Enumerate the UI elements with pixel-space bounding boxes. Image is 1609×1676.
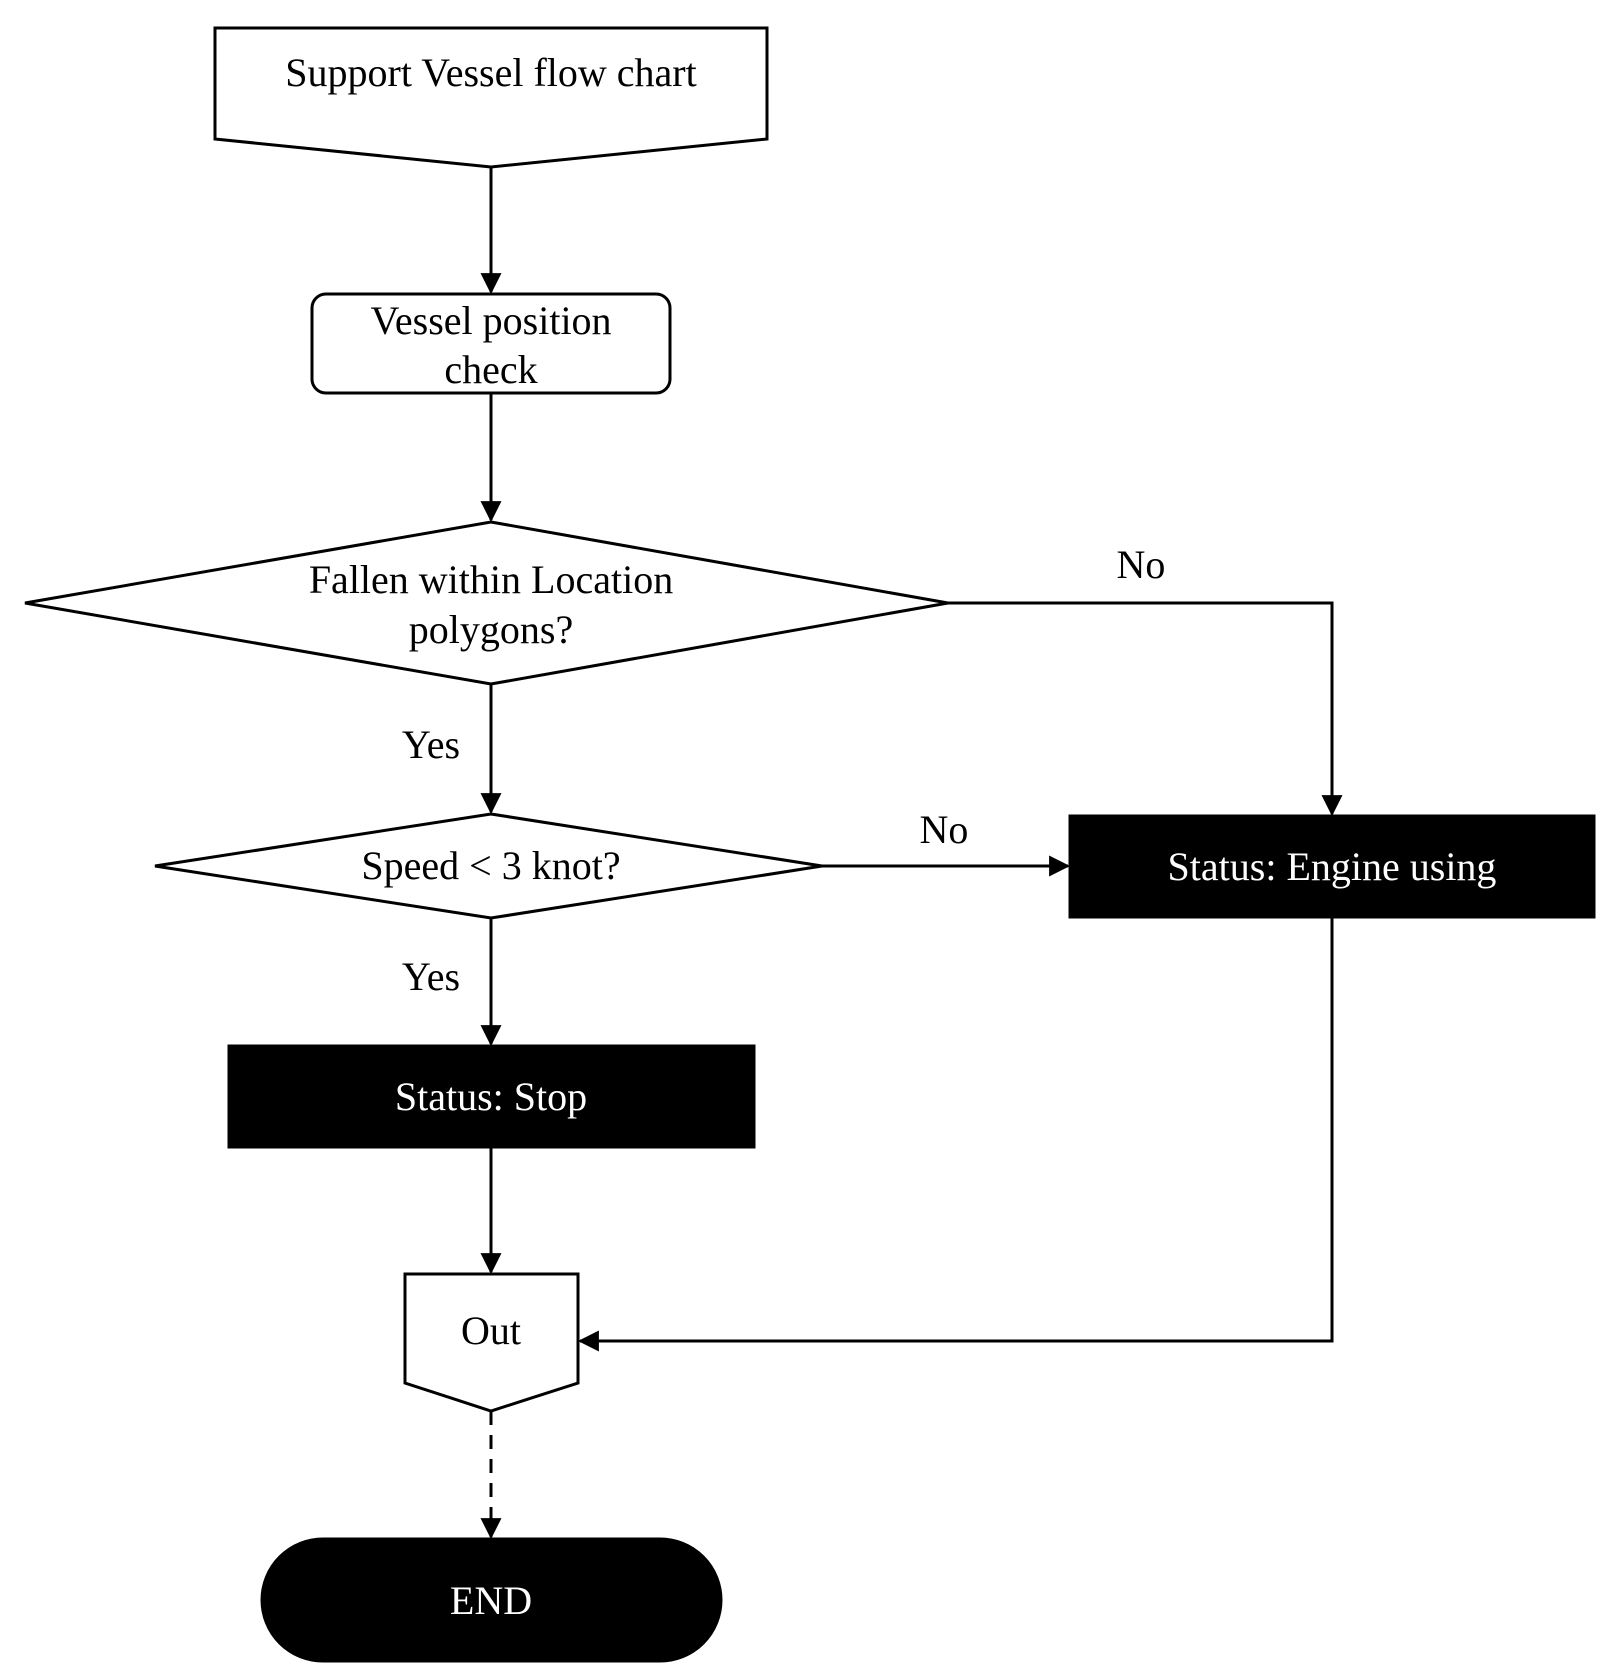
status-stop-label: Status: Stop <box>395 1074 587 1119</box>
position-check-label-line2: check <box>444 347 537 392</box>
edge-label-speed-no: No <box>920 807 969 852</box>
polygon-decision-label-line1: Fallen within Location <box>309 557 673 602</box>
status-engine-label: Status: Engine using <box>1168 844 1497 889</box>
polygon-decision-node: Fallen within Location polygons? <box>24 520 949 686</box>
connector-polygon-no <box>948 601 1343 817</box>
edge-label-speed-yes: Yes <box>402 954 460 999</box>
position-check-node: Vessel position check <box>310 292 672 395</box>
edge-label-polygon-yes: Yes <box>402 722 460 767</box>
position-check-label-line1: Vessel position <box>370 298 611 343</box>
end-node-label: END <box>450 1578 532 1623</box>
connector-engine-to-out <box>577 917 1334 1352</box>
out-node-label: Out <box>461 1308 521 1353</box>
polygon-decision-label-line2: polygons? <box>409 607 573 652</box>
status-engine-node: Status: Engine using <box>1068 814 1596 919</box>
speed-decision-label: Speed < 3 knot? <box>361 843 620 888</box>
out-node: Out <box>403 1272 580 1413</box>
speed-decision-node: Speed < 3 knot? <box>154 812 823 920</box>
start-node: Support Vessel flow chart <box>213 26 769 169</box>
edge-label-polygon-no: No <box>1117 542 1166 587</box>
status-stop-node: Status: Stop <box>227 1044 756 1149</box>
start-node-label: Support Vessel flow chart <box>285 50 696 95</box>
end-node: END <box>260 1537 723 1663</box>
